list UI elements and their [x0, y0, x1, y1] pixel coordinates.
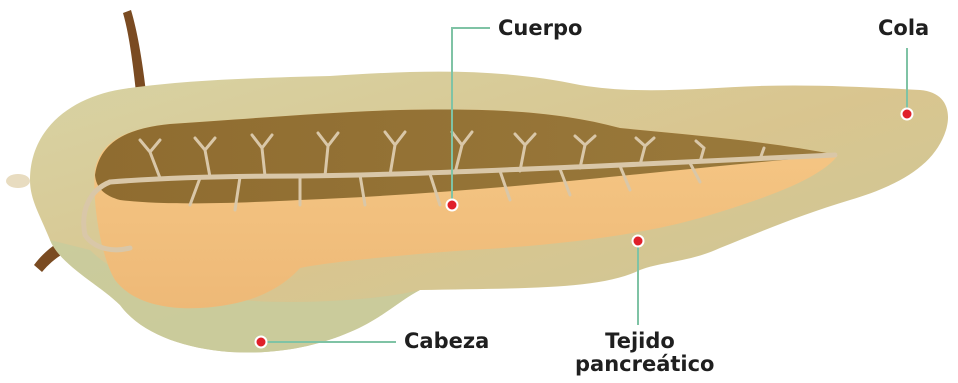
marker-cuerpo: [447, 200, 458, 211]
label-cola: Cola: [878, 17, 929, 40]
marker-tejido: [633, 236, 644, 247]
label-tejido-pancreatico: Tejido pancreático: [575, 330, 705, 376]
label-cabeza: Cabeza: [404, 330, 489, 353]
marker-cabeza: [256, 337, 267, 348]
duct-opening: [6, 174, 30, 188]
label-tejido-line1: Tejido: [575, 330, 705, 353]
label-cuerpo: Cuerpo: [498, 17, 582, 40]
marker-cola: [902, 109, 913, 120]
vessel-top: [123, 10, 146, 92]
label-tejido-line2: pancreático: [575, 353, 705, 376]
